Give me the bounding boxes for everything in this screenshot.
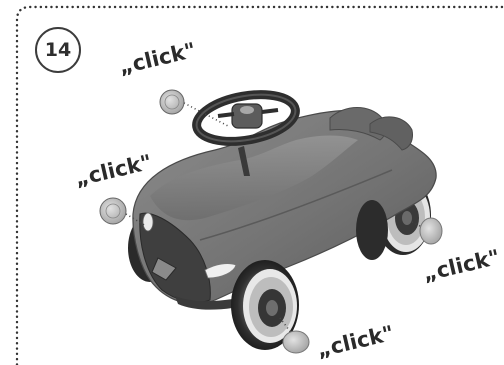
step-number-badge: 14 — [35, 27, 81, 73]
rear-near-wheel — [356, 200, 388, 260]
